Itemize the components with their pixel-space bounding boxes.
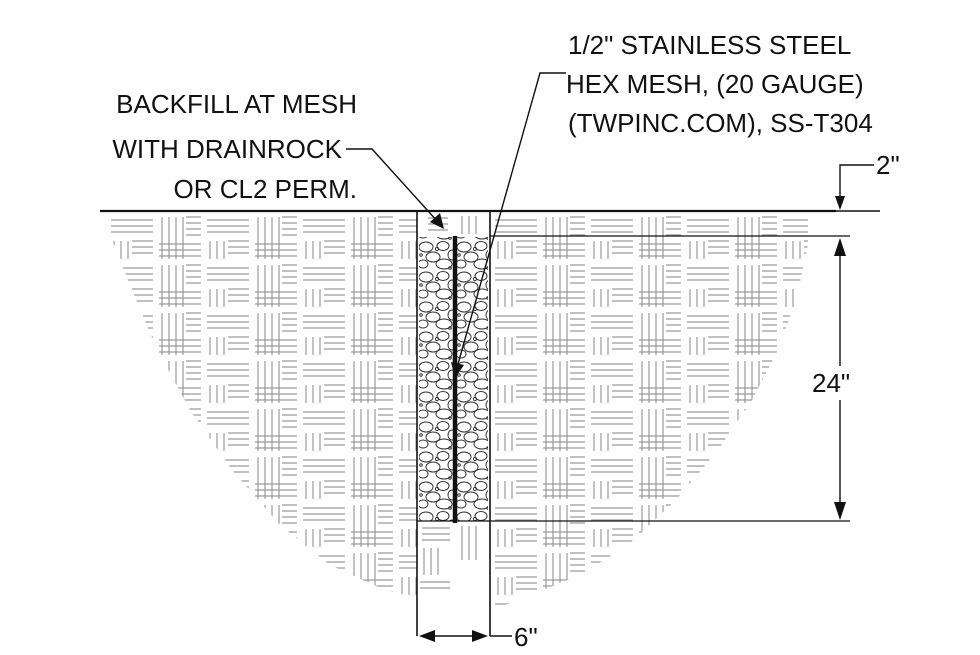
backfill-callout: BACKFILL AT MESH WITH DRAINROCK OR CL2 P… <box>112 89 357 204</box>
depth-dimension <box>834 238 846 520</box>
width-dimension <box>419 630 512 642</box>
backfill-callout-line3: OR CL2 PERM. <box>174 174 358 204</box>
mesh-callout-line2: HEX MESH, (20 GAUGE) <box>566 69 864 99</box>
backfill-callout-line1: BACKFILL AT MESH <box>116 89 357 119</box>
mesh-callout-line3: (TWPINC.COM), SS-T304 <box>568 108 873 138</box>
dimension-extension-lines <box>490 210 880 522</box>
mesh-leader <box>451 72 566 378</box>
depth-dimension-text: 24" <box>812 368 850 398</box>
width-dimension-text: 6" <box>514 622 538 652</box>
mesh-callout-line1: 1/2" STAINLESS STEEL <box>568 30 851 60</box>
backfill-callout-line2: WITH DRAINROCK <box>112 134 342 164</box>
cover-dimension <box>835 164 874 210</box>
backfill-leader <box>346 148 444 229</box>
drainrock-backfill <box>419 237 488 521</box>
mesh-callout: 1/2" STAINLESS STEEL HEX MESH, (20 GAUGE… <box>566 30 873 138</box>
cover-dimension-text: 2" <box>876 150 900 180</box>
